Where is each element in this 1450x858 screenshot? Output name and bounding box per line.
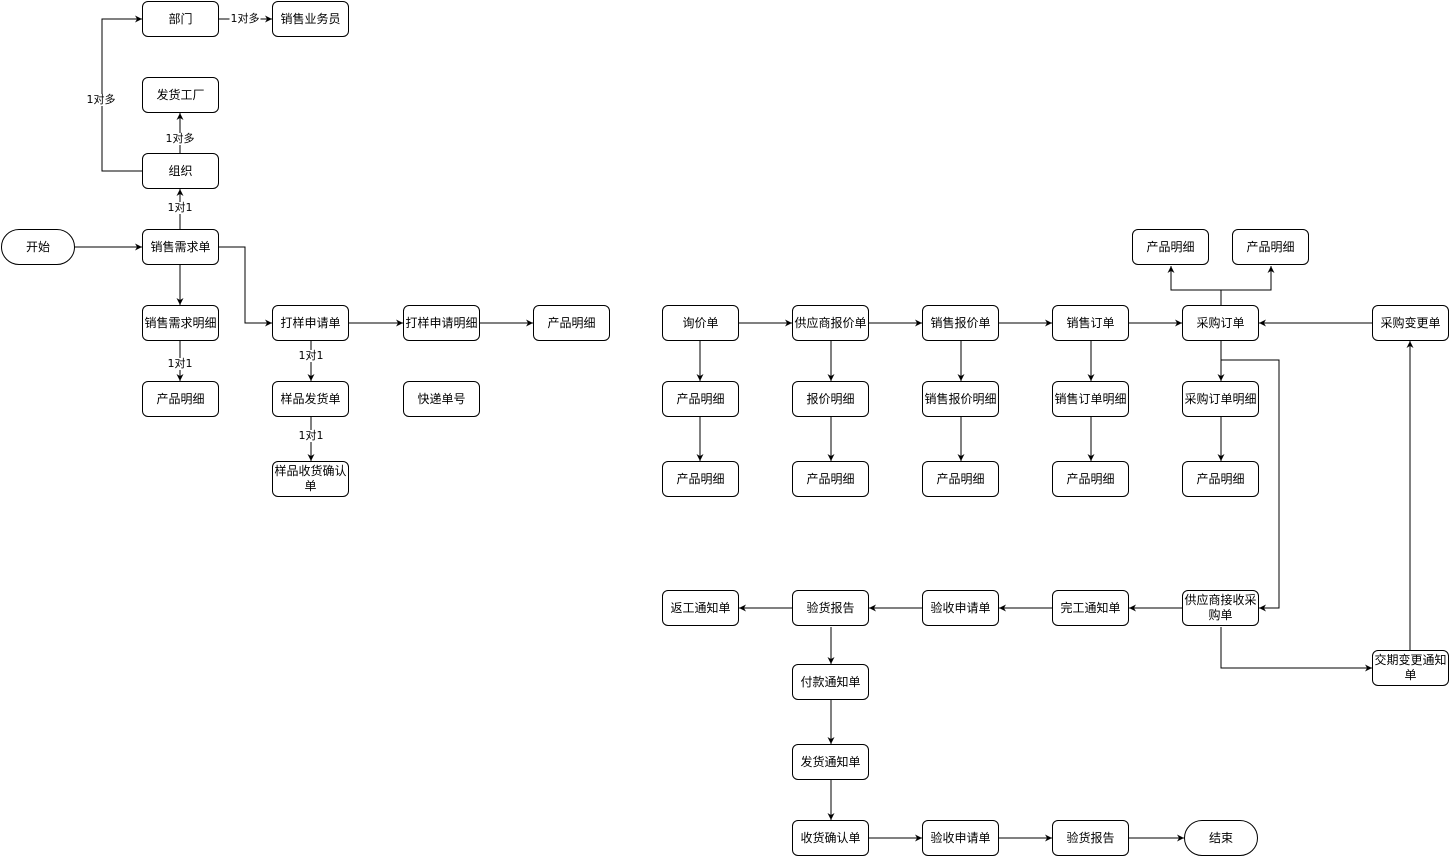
node-inspection-report[interactable]: 验货报告	[792, 590, 869, 626]
node-sales-order[interactable]: 销售订单	[1052, 305, 1129, 341]
node-quote-detail[interactable]: 报价明细	[792, 381, 869, 417]
node-start[interactable]: 开始	[1, 229, 75, 265]
node-sales-order-product[interactable]: 产品明细	[1052, 461, 1129, 497]
node-sales-quote[interactable]: 销售报价单	[922, 305, 999, 341]
edge-label-req-org: 1对1	[166, 201, 194, 214]
node-sales-quote-product[interactable]: 产品明细	[922, 461, 999, 497]
node-sample-req-detail[interactable]: 打样申请明细	[403, 305, 480, 341]
node-sales-order-detail[interactable]: 销售订单明细	[1052, 381, 1129, 417]
node-product-2[interactable]: 产品明细	[533, 305, 610, 341]
node-receipt-confirm[interactable]: 收货确认单	[792, 820, 869, 856]
node-factory[interactable]: 发货工厂	[142, 77, 219, 113]
node-end[interactable]: 结束	[1184, 820, 1258, 856]
node-org[interactable]: 组织	[142, 153, 219, 189]
connector-accept-to-delivery-change	[1220, 627, 1372, 672]
edge-label-dept-salesman: 1对多	[229, 12, 261, 25]
node-salesman[interactable]: 销售业务员	[272, 1, 349, 37]
connector-po-to-supplier-accept	[1220, 341, 1280, 612]
node-sales-quote-detail[interactable]: 销售报价明细	[922, 381, 999, 417]
node-delivery-change[interactable]: 交期变更通知单	[1372, 650, 1449, 686]
node-po-top-product-1[interactable]: 产品明细	[1132, 229, 1209, 265]
node-po-product[interactable]: 产品明细	[1182, 461, 1259, 497]
node-sales-req-detail[interactable]: 销售需求明细	[142, 305, 219, 341]
node-purchase-order[interactable]: 采购订单	[1182, 305, 1259, 341]
node-acceptance-req-2[interactable]: 验收申请单	[922, 820, 999, 856]
node-completion[interactable]: 完工通知单	[1052, 590, 1129, 626]
node-purchase-change[interactable]: 采购变更单	[1372, 305, 1449, 341]
node-inquiry[interactable]: 询价单	[662, 305, 739, 341]
node-inspection-report-2[interactable]: 验货报告	[1052, 820, 1129, 856]
node-sales-req[interactable]: 销售需求单	[142, 229, 219, 265]
connector-sales-req-to-sample-req	[218, 246, 272, 327]
node-express-no[interactable]: 快递单号	[403, 381, 480, 417]
node-sample-ship[interactable]: 样品发货单	[272, 381, 349, 417]
node-acceptance-req[interactable]: 验收申请单	[922, 590, 999, 626]
node-rework[interactable]: 返工通知单	[662, 590, 739, 626]
node-sample-req[interactable]: 打样申请单	[272, 305, 349, 341]
node-dept[interactable]: 部门	[142, 1, 219, 37]
edge-label-org-factory: 1对多	[164, 132, 196, 145]
node-supplier-quote[interactable]: 供应商报价单	[792, 305, 869, 341]
node-supplier-accept[interactable]: 供应商接收采购单	[1182, 590, 1259, 626]
edge-label-ship-receipt: 1对1	[297, 429, 325, 442]
node-po-detail[interactable]: 采购订单明细	[1182, 381, 1259, 417]
node-inquiry-product-1[interactable]: 产品明细	[662, 381, 739, 417]
node-product-1[interactable]: 产品明细	[142, 381, 219, 417]
node-payment[interactable]: 付款通知单	[792, 664, 869, 700]
node-inquiry-product-2[interactable]: 产品明细	[662, 461, 739, 497]
node-sample-receipt[interactable]: 样品收货确认单	[272, 461, 349, 497]
connector-po-to-top-1	[1167, 266, 1222, 305]
edge-label-sample-ship: 1对1	[297, 349, 325, 362]
edge-label-org-dept: 1对多	[85, 93, 117, 106]
node-quote-product[interactable]: 产品明细	[792, 461, 869, 497]
node-po-top-product-2[interactable]: 产品明细	[1232, 229, 1309, 265]
edge-label-detail-product: 1对1	[166, 357, 194, 370]
node-shipping[interactable]: 发货通知单	[792, 744, 869, 780]
connector-po-to-top-2	[1221, 266, 1275, 291]
